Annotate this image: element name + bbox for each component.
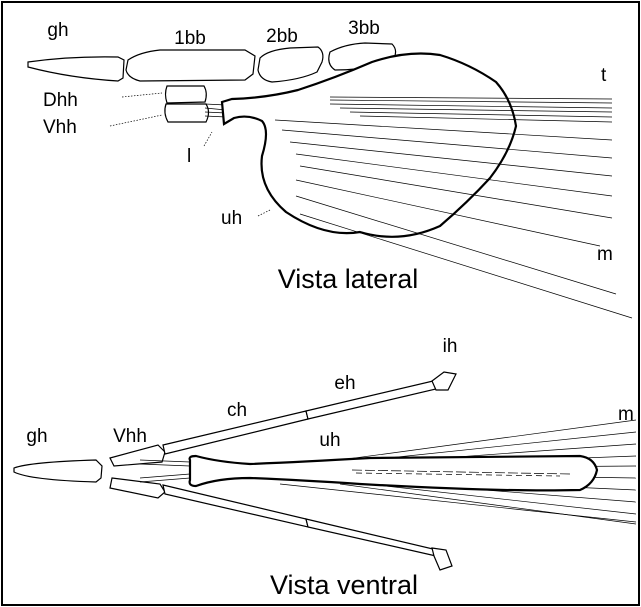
label-l: l xyxy=(187,146,191,167)
1bb-bone xyxy=(126,50,255,81)
label-vhh-lateral: Vhh xyxy=(43,117,77,138)
label-t: t xyxy=(601,65,607,86)
label-uh-ventral: uh xyxy=(319,430,340,451)
label-vhh-ventral: Vhh xyxy=(113,426,147,447)
title-vista-ventral: Vista ventral xyxy=(270,570,418,600)
label-1bb: 1bb xyxy=(174,28,206,49)
title-vista-lateral: Vista lateral xyxy=(278,264,419,294)
label-dhh: Dhh xyxy=(43,90,78,111)
label-m-ventral: m xyxy=(618,404,634,425)
label-eh: eh xyxy=(334,373,355,394)
label-m-lateral: m xyxy=(597,244,613,265)
label-gh-lateral: gh xyxy=(47,20,68,41)
label-ch: ch xyxy=(227,400,247,421)
label-gh-ventral: gh xyxy=(26,426,47,447)
vhh-bone-lateral xyxy=(165,104,209,122)
label-uh-lateral: uh xyxy=(221,208,242,229)
label-3bb: 3bb xyxy=(348,18,380,39)
label-2bb: 2bb xyxy=(266,26,298,47)
label-ih: ih xyxy=(443,336,458,357)
dhh-bone xyxy=(166,86,207,103)
